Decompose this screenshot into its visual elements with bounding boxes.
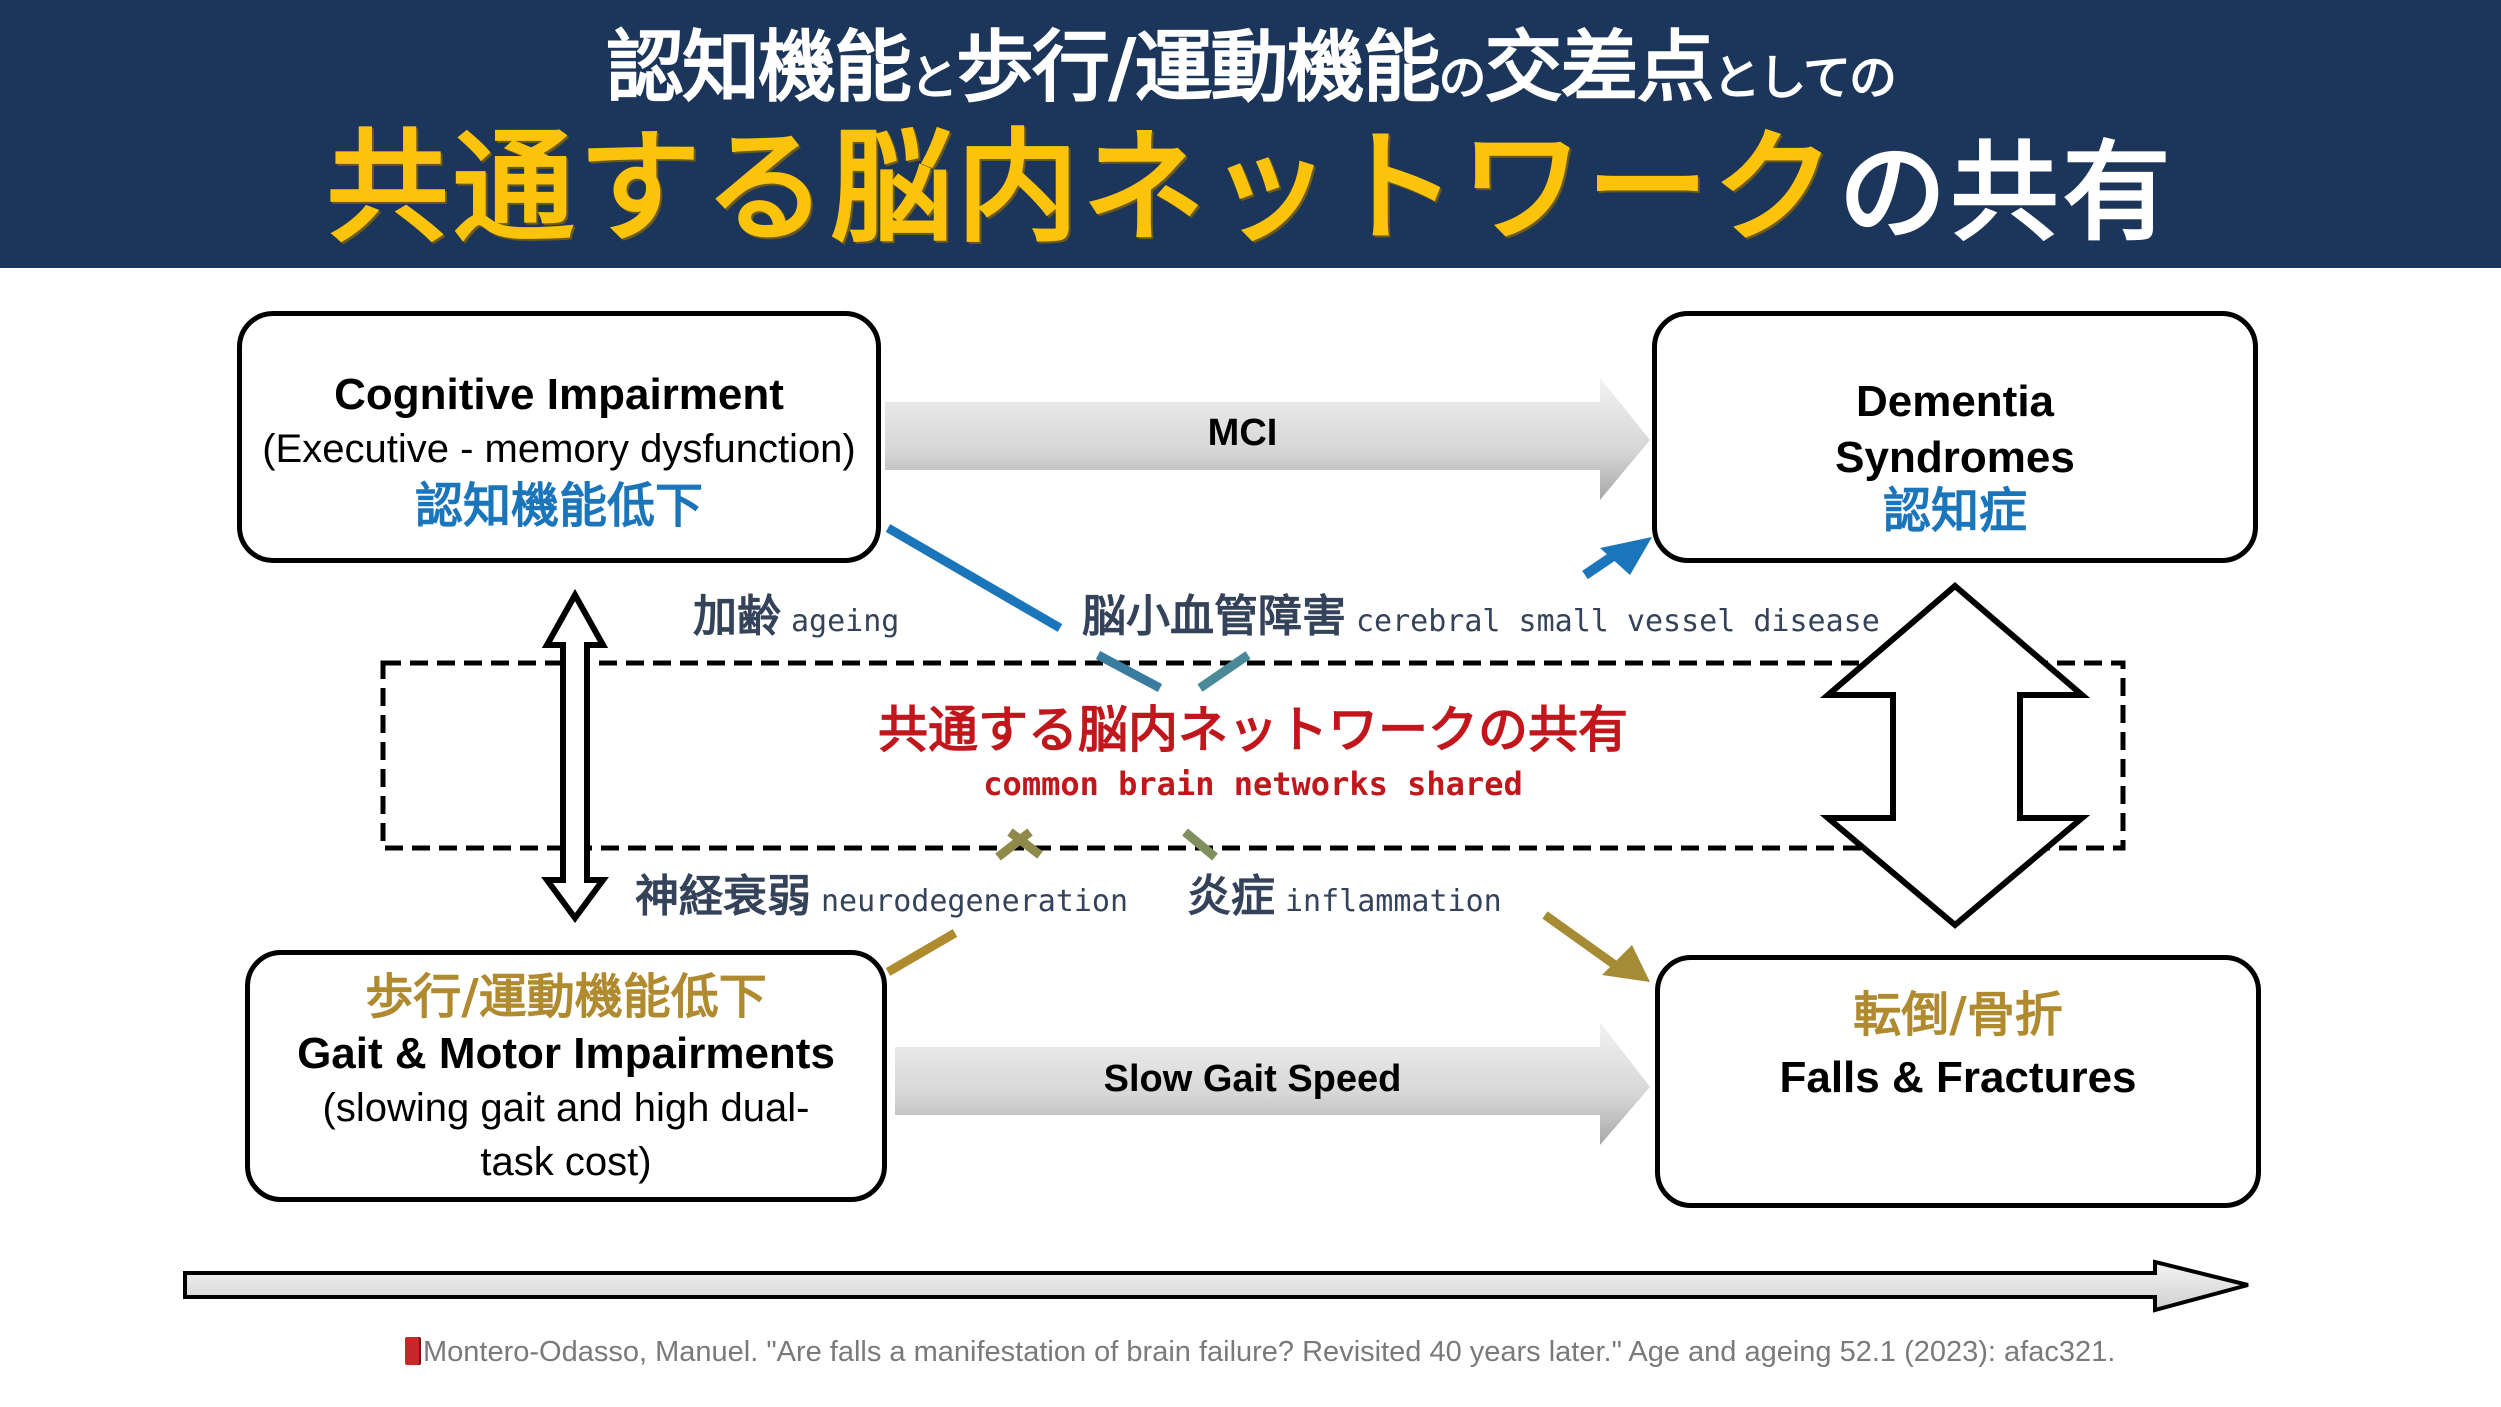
dementia-syndromes-box: Dementia Syndromes 認知症 — [1652, 311, 2258, 563]
factor-jp: 加齢 — [693, 591, 781, 642]
connector-line — [1182, 828, 1218, 861]
slow-gait-speed-label: Slow Gait Speed — [1103, 1058, 1402, 1100]
title-line-1: 認知機能と歩行/運動機能の交差点としての — [0, 18, 2501, 128]
factor-jp: 炎症 — [1187, 871, 1275, 922]
box-subtitle: (Executive - memory dysfunction) — [262, 427, 856, 471]
cognitive-impairment-box: Cognitive Impairment (Executive - memory… — [237, 311, 881, 563]
title-banner: 認知機能と歩行/運動機能の交差点としての 共通する脳内ネットワークの共有 — [0, 0, 2501, 268]
citation: Montero-Odasso, Manuel. "Are falls a man… — [405, 1336, 2115, 1369]
box-title: Gait & Motor Impairments — [297, 1029, 835, 1078]
title-segment: と — [909, 50, 958, 106]
connector-line — [1197, 651, 1251, 692]
slow-gait-arrow — [895, 1022, 1650, 1145]
box-jp-label: 転倒/骨折 — [1853, 987, 2063, 1043]
box-title: Falls & Fractures — [1779, 1053, 2137, 1102]
factor-inflammation: 炎症 inflammation — [1187, 860, 1502, 924]
right-double-arrow — [1819, 582, 2091, 929]
timeline-arrow — [183, 1259, 2249, 1313]
box-title: Cognitive Impairment — [334, 370, 784, 419]
box-title: Syndromes — [1835, 433, 2075, 482]
arrowhead-to-falls — [1602, 945, 1650, 982]
shared-network-jp: 共通する脳内ネットワークの共有 — [878, 701, 1628, 759]
book-icon — [405, 1337, 419, 1365]
connector-line — [885, 929, 958, 976]
title-highlight: 共通する脳内ネットワーク — [326, 117, 1839, 259]
box-jp-label: 認知症 — [1882, 483, 2027, 539]
factor-en: inflammation — [1285, 884, 1502, 919]
factor-small-vessel-disease: 脳小血管障害 cerebral small vessel disease — [1082, 580, 1880, 644]
title-segment: 交差点 — [1484, 23, 1714, 113]
title-segment: 認知機能 — [605, 23, 912, 113]
factor-en: cerebral small vessel disease — [1356, 604, 1880, 639]
title-line-2: 共通する脳内ネットワークの共有 — [0, 118, 2501, 264]
connector-line — [1095, 651, 1163, 692]
left-double-arrow — [541, 588, 609, 924]
factor-jp: 脳小血管障害 — [1082, 591, 1346, 642]
citation-text: Montero-Odasso, Manuel. "Are falls a man… — [423, 1336, 2116, 1368]
title-segment: としての — [1712, 50, 1898, 106]
connector-line — [885, 524, 1063, 632]
title-segment: 歩行/運動機能 — [955, 23, 1440, 113]
title-rest: の共有 — [1838, 131, 2175, 256]
shared-network-dashed-box — [380, 660, 2126, 851]
box-subtitle: task cost) — [480, 1140, 652, 1184]
box-jp-label: 歩行/運動機能低下 — [365, 969, 767, 1025]
connector-line — [1007, 828, 1043, 859]
box-subtitle: (slowing gait and high dual- — [322, 1086, 810, 1130]
factor-neurodegeneration: 神経衰弱 neurodegeneration — [635, 860, 1128, 924]
mci-label: MCI — [1207, 412, 1278, 454]
arrowhead-to-dementia — [1600, 537, 1652, 575]
mci-arrow — [885, 378, 1650, 500]
falls-fractures-box: 転倒/骨折 Falls & Fractures — [1655, 955, 2261, 1208]
title-segment: の — [1438, 50, 1486, 106]
factor-en: neurodegeneration — [821, 884, 1129, 919]
shared-network-en: common brain networks shared — [983, 765, 1523, 803]
factor-ageing: 加齢 ageing — [693, 580, 899, 644]
factor-en: ageing — [791, 604, 900, 639]
box-title: Dementia — [1855, 377, 2055, 426]
gait-motor-box: 歩行/運動機能低下 Gait & Motor Impairments (slow… — [245, 950, 887, 1202]
factor-jp: 神経衰弱 — [635, 871, 811, 922]
connector-line — [1542, 911, 1618, 969]
box-jp-label: 認知機能低下 — [414, 478, 703, 534]
connector-line — [995, 828, 1033, 861]
